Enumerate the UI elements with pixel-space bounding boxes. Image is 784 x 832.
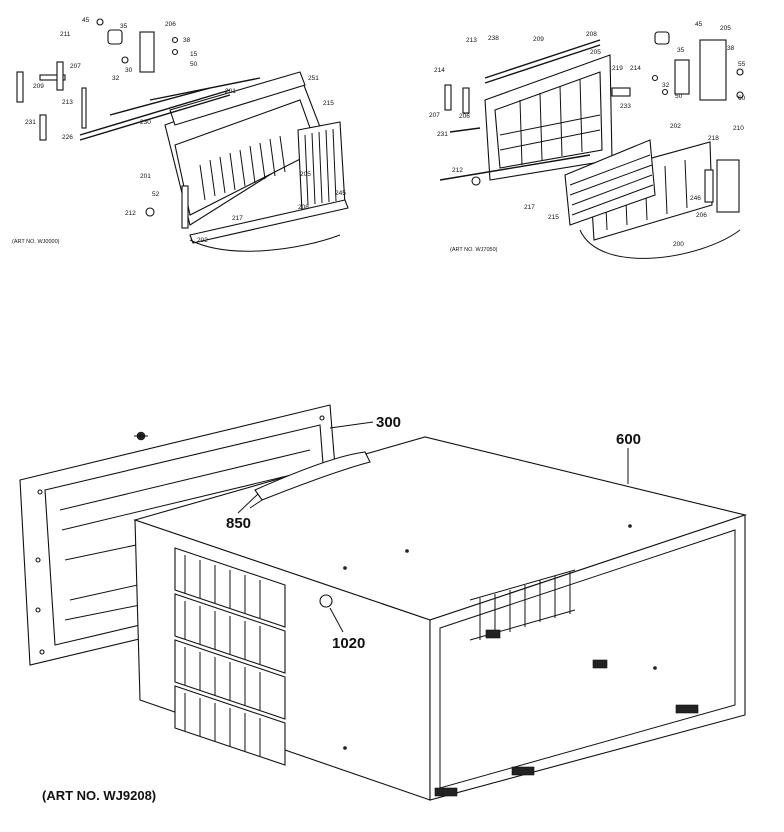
art-number-top-left: (ART NO. WJ0000) [12, 239, 60, 245]
art-number-bottom: (ART NO. WJ9208) [42, 788, 156, 803]
svg-text:202: 202 [670, 123, 681, 130]
label-handle: 850 [226, 515, 251, 532]
svg-text:15: 15 [190, 51, 198, 58]
svg-text:200: 200 [673, 241, 684, 248]
label-cabinet: 600 [616, 431, 641, 448]
cabinet [133, 436, 747, 801]
svg-text:35: 35 [677, 47, 685, 54]
screw-icon [134, 431, 148, 441]
svg-text:217: 217 [524, 204, 535, 211]
label-front-panel: 300 [376, 414, 401, 431]
svg-text:45: 45 [695, 21, 703, 28]
svg-text:202: 202 [197, 237, 208, 244]
svg-text:207: 207 [70, 63, 81, 70]
svg-text:212: 212 [452, 167, 463, 174]
svg-text:251: 251 [308, 75, 319, 82]
art-number-top-right: (ART NO. WJ7050) [450, 247, 498, 253]
svg-text:211: 211 [60, 31, 71, 38]
svg-text:206: 206 [165, 21, 176, 28]
svg-text:209: 209 [33, 83, 44, 90]
svg-text:208: 208 [298, 204, 309, 211]
svg-text:32: 32 [112, 75, 120, 82]
svg-text:218: 218 [708, 135, 719, 142]
svg-text:231: 231 [25, 119, 36, 126]
front-vent-panels [174, 547, 286, 766]
svg-text:214: 214 [434, 67, 445, 74]
svg-text:210: 210 [733, 125, 744, 132]
svg-text:238: 238 [488, 35, 499, 42]
svg-text:230: 230 [140, 119, 151, 126]
svg-text:38: 38 [727, 45, 735, 52]
fitting-icon [319, 594, 344, 633]
svg-text:205: 205 [590, 49, 601, 56]
svg-text:212: 212 [125, 210, 136, 217]
svg-text:205: 205 [720, 25, 731, 32]
svg-text:32: 32 [662, 82, 670, 89]
svg-text:215: 215 [323, 100, 334, 107]
handle [249, 451, 371, 509]
svg-text:219: 219 [612, 65, 623, 72]
svg-text:206: 206 [459, 113, 470, 120]
svg-text:30: 30 [125, 67, 133, 74]
svg-text:208: 208 [586, 31, 597, 38]
svg-text:214: 214 [630, 65, 641, 72]
svg-text:206: 206 [696, 212, 707, 219]
svg-text:217: 217 [232, 215, 243, 222]
svg-text:213: 213 [62, 99, 73, 106]
svg-text:213: 213 [466, 37, 477, 44]
svg-text:209: 209 [533, 36, 544, 43]
svg-text:52: 52 [152, 191, 160, 198]
svg-text:50: 50 [190, 61, 198, 68]
svg-text:233: 233 [620, 103, 631, 110]
svg-text:246: 246 [690, 195, 701, 202]
svg-text:231: 231 [437, 131, 448, 138]
svg-text:35: 35 [120, 23, 128, 30]
svg-text:45: 45 [82, 17, 90, 24]
svg-text:201: 201 [140, 173, 151, 180]
svg-text:205: 205 [300, 171, 311, 178]
svg-text:201: 201 [225, 88, 236, 95]
top-left-assembly: 45 35 206 211 38 207 32 30 15 50 209 213… [12, 17, 349, 252]
label-fitting: 1020 [332, 635, 365, 652]
bottom-cabinet-assembly: 300 600 850 1020 (ART NO. WJ9208) [19, 404, 747, 803]
svg-text:50: 50 [675, 93, 683, 100]
svg-text:215: 215 [548, 214, 559, 221]
svg-text:245: 245 [335, 190, 346, 197]
top-right-assembly: 45 213 238 209 208 205 205 38 214 219 35… [429, 21, 746, 259]
svg-text:38: 38 [183, 37, 191, 44]
svg-text:55: 55 [738, 61, 746, 68]
svg-text:207: 207 [429, 112, 440, 119]
svg-text:60: 60 [738, 95, 746, 102]
svg-text:226: 226 [62, 134, 73, 141]
